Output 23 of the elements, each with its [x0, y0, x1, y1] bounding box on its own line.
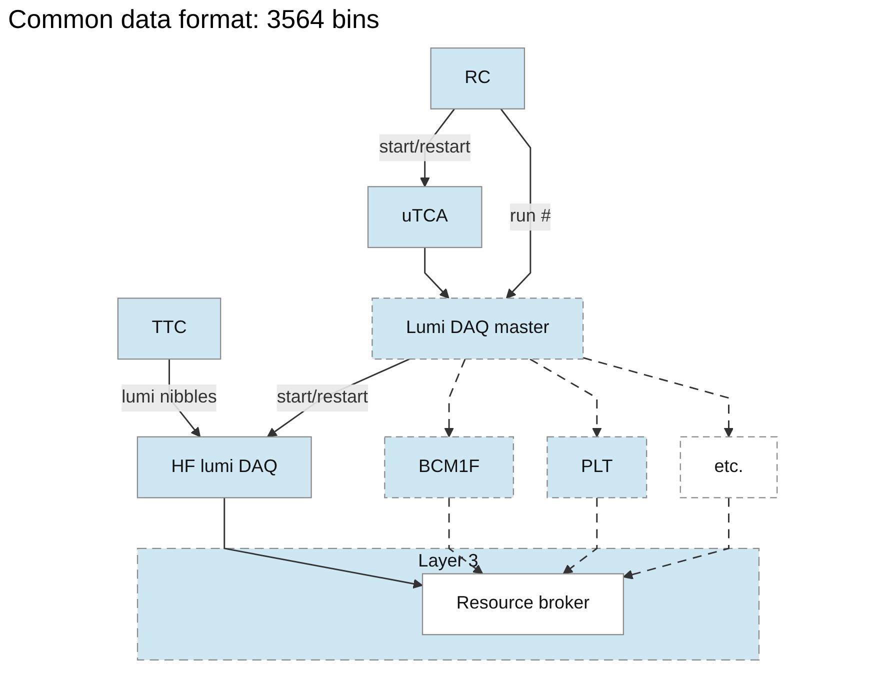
- arrow: [622, 498, 730, 580]
- arrow: [448, 498, 484, 574]
- diagram-title: Common data format: 3564 bins: [8, 4, 380, 35]
- arrow: [562, 498, 598, 574]
- arrow: [582, 357, 734, 438]
- node-box: uTCA: [367, 186, 482, 248]
- node-box: Lumi DAQ master: [372, 298, 584, 360]
- node-box: BCM1F: [384, 436, 514, 498]
- node-box: Resource broker: [422, 573, 624, 636]
- arrow: [266, 358, 410, 438]
- edge-label: lumi nibbles: [122, 388, 217, 407]
- edge-label: start/restart: [276, 388, 368, 407]
- edge-label: run #: [510, 206, 551, 226]
- node-box: etc.: [680, 436, 778, 498]
- arrow: [424, 248, 450, 299]
- node-box: RC: [430, 47, 526, 110]
- node-box: TTC: [117, 298, 222, 360]
- node-box: HF lumi DAQ: [136, 436, 312, 498]
- edge-label: start/restart: [379, 138, 470, 157]
- node-box: PLT: [546, 436, 648, 498]
- arrow: [530, 358, 602, 438]
- arrow: [224, 498, 423, 589]
- arrow: [444, 358, 466, 438]
